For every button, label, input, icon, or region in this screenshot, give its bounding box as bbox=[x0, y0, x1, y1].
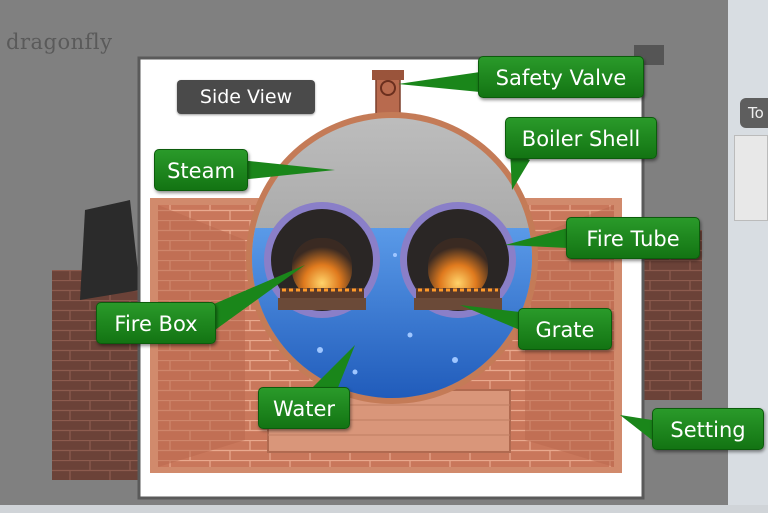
water-label: Water bbox=[258, 387, 350, 429]
grate-label: Grate bbox=[518, 308, 612, 350]
left-fire-tube bbox=[264, 202, 380, 318]
steam-label: Steam bbox=[154, 149, 248, 191]
right-fire-tube bbox=[400, 202, 516, 318]
side-thumbnail[interactable] bbox=[734, 135, 768, 221]
setting-label: Setting bbox=[652, 408, 764, 450]
side-tab[interactable]: To bbox=[740, 98, 768, 128]
safety-valve-label: Safety Valve bbox=[478, 56, 644, 98]
boiler-shell-label: Boiler Shell bbox=[505, 117, 657, 159]
logo: dragonfly bbox=[6, 30, 113, 54]
side-view-button[interactable]: Side View bbox=[177, 80, 315, 114]
fire-tube-label: Fire Tube bbox=[566, 217, 700, 259]
fire-box-label: Fire Box bbox=[96, 302, 216, 344]
callout-pointers bbox=[200, 72, 652, 440]
